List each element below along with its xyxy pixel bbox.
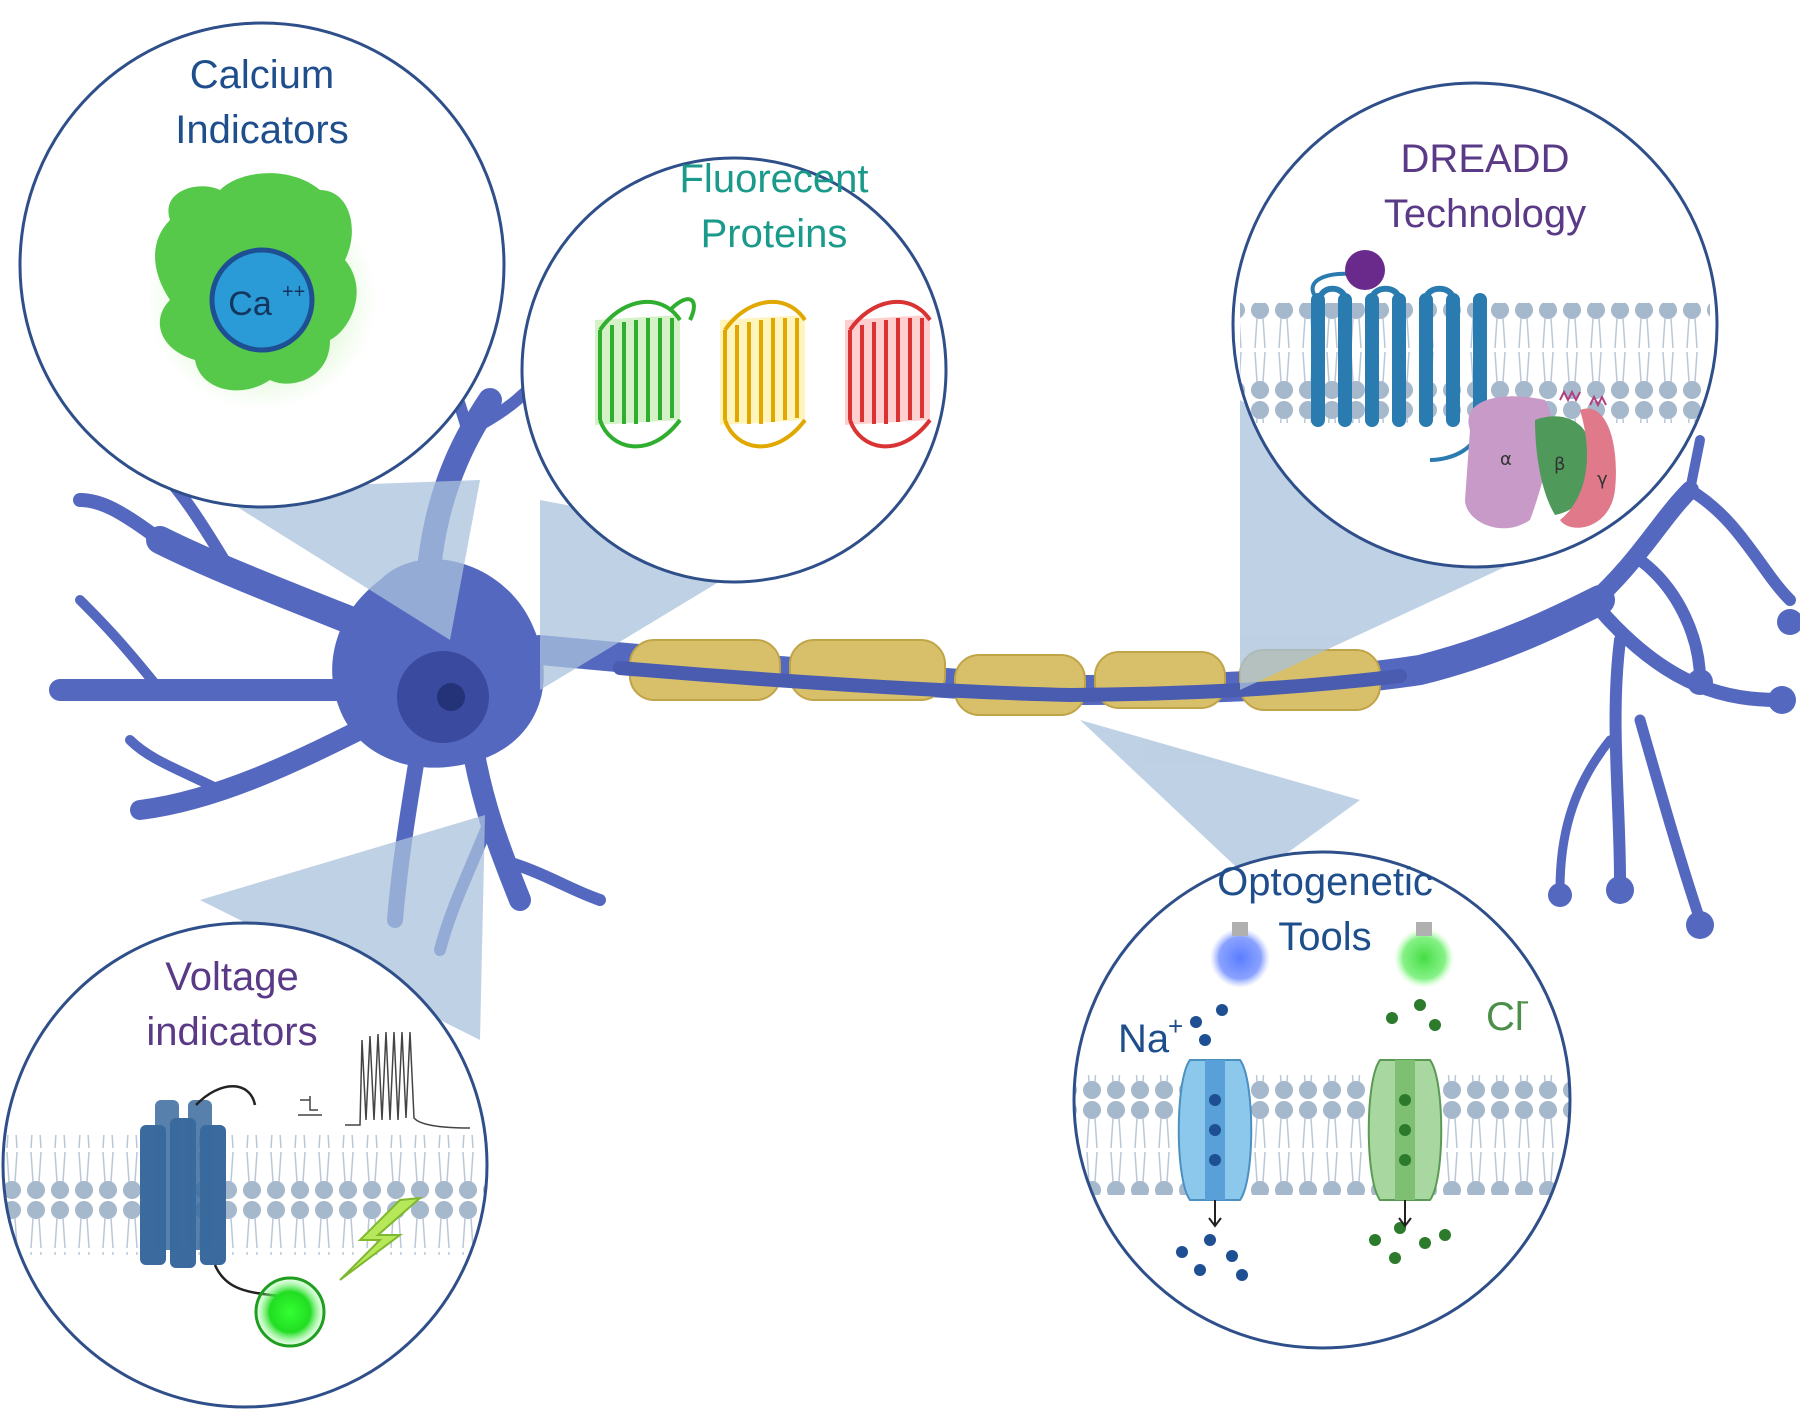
- fluorescent-reporter: [254, 1276, 326, 1348]
- sodium-ion-charge: +: [1168, 1011, 1183, 1041]
- blue-light-bulb-icon: [1210, 922, 1270, 988]
- fluorescent-title-line2: Proteins: [701, 212, 848, 256]
- dreadd-ligand: [1345, 250, 1385, 290]
- voltage-indicators-panel: Voltage indicators: [1, 921, 489, 1409]
- dreadd-title-line2: Technology: [1384, 192, 1586, 236]
- sodium-channel: [1177, 1059, 1253, 1201]
- voltage-title-line2: indicators: [146, 1010, 317, 1054]
- voltage-membrane: [3, 1135, 487, 1255]
- gpcr-receptor: [1311, 293, 1487, 427]
- fluorescent-proteins-panel: Fluorecent Proteins: [520, 156, 948, 584]
- calcium-title-line2: Indicators: [175, 108, 348, 152]
- lightning-bolt: [339, 1196, 423, 1281]
- yellow-fluorescent-protein: [720, 300, 807, 449]
- g-gamma-subunit: [1560, 408, 1616, 528]
- green-fluorescent-protein: [595, 297, 696, 449]
- sodium-ions: [1176, 1004, 1248, 1281]
- g-gamma-label: γ: [1597, 469, 1608, 490]
- nucleolus: [437, 683, 465, 711]
- dreadd-title-line1: DREADD: [1401, 137, 1570, 181]
- red-fluorescent-protein: [845, 300, 932, 449]
- sodium-ion-label: Na: [1118, 1017, 1170, 1061]
- fluorescent-title-line1: Fluorecent: [680, 157, 869, 201]
- calcium-ion-label: Ca: [228, 285, 272, 323]
- calcium-indicators-panel: Calcium Indicators Ca ++: [18, 21, 506, 509]
- dreadd-technology-panel: α β γ DREADD Technology: [1231, 81, 1719, 569]
- synaptic-bulbs: [1548, 609, 1800, 939]
- calcium-ion: [209, 247, 315, 353]
- green-light-bulb-icon: [1394, 922, 1454, 988]
- optogenetic-title-line2: Tools: [1278, 915, 1371, 959]
- chloride-ion-label: Cl: [1486, 995, 1524, 1039]
- g-beta-label: β: [1554, 454, 1566, 475]
- chloride-ion-charge: -: [1520, 985, 1529, 1016]
- optogenetic-tools-panel: Optogenetic Tools Na + Cl -: [1072, 850, 1572, 1350]
- g-beta-subunit: [1535, 416, 1591, 515]
- voltage-title-line1: Voltage: [165, 955, 298, 999]
- calcium-title-line1: Calcium: [190, 53, 334, 97]
- g-alpha-subunit: [1465, 396, 1552, 529]
- chloride-ions: [1369, 999, 1451, 1264]
- calcium-ion-charge: ++: [282, 281, 305, 303]
- optogenetic-title-line1: Optogenetic: [1217, 860, 1433, 904]
- g-alpha-label: α: [1500, 449, 1512, 470]
- voltage-channel: [140, 1100, 226, 1268]
- chloride-channel: [1367, 1059, 1443, 1201]
- action-potential-trace: [298, 1031, 471, 1129]
- opto-membrane: [1074, 1075, 1570, 1195]
